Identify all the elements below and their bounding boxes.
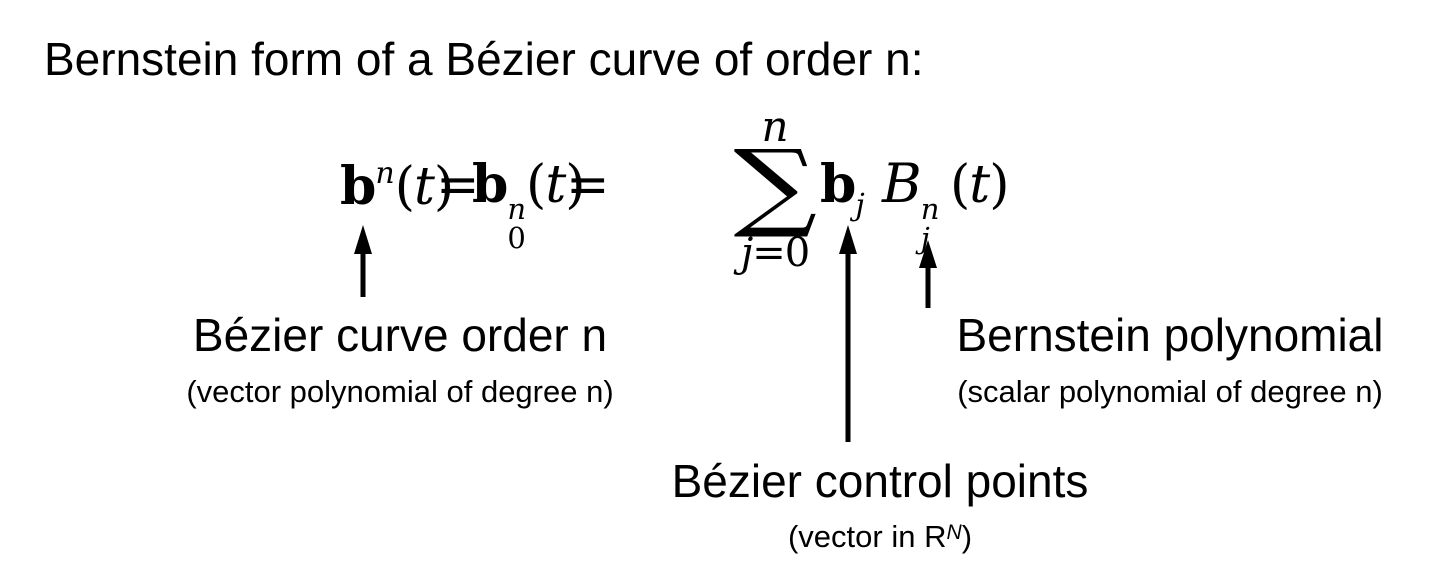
sublabel-bezier-order: (vector polynomial of degree n) (186, 374, 614, 409)
math-t: t (969, 155, 990, 215)
math-t: t (413, 157, 435, 217)
math-sup-n: n (375, 156, 395, 191)
label-bezier-order: Bézier curve order n (192, 309, 608, 361)
sublabel-control-points-suffix: ) (961, 519, 973, 554)
formula-term-bn-t: bn(t) (340, 156, 454, 214)
sublabel-control-points-prefix: (vector in R (787, 519, 947, 554)
sum-index-j: j (740, 229, 753, 276)
sum-upper-limit: n (761, 102, 789, 151)
math-open-paren: ( (950, 155, 970, 215)
label-control-points: Bézier control points (671, 455, 1089, 507)
sum-equals: = (752, 229, 786, 276)
math-sup-n: n (507, 192, 527, 226)
slide-title: Bernstein form of a Bézier curve of orde… (44, 33, 924, 85)
math-B: B (882, 152, 922, 215)
math-close-paren: ) (565, 155, 585, 215)
sum-lower-limit: j=0 (740, 229, 810, 276)
sigma-symbol: ∑ (733, 129, 817, 241)
formula-equals-2: = (566, 155, 610, 215)
math-t: t (545, 155, 566, 215)
sublabel-control-points-exponent: N (946, 521, 962, 544)
math-sub-j: j (855, 188, 865, 223)
formula-term-t-args: (t) (950, 159, 1010, 211)
math-open-paren: ( (394, 157, 415, 217)
math-sub-0: 0 (507, 221, 526, 255)
math-b: b (820, 154, 856, 215)
math-b: b (340, 156, 376, 217)
math-sub-j: j (920, 221, 930, 255)
formula-sum: n ∑ j=0 (722, 106, 828, 273)
formula-equals-1: = (436, 155, 480, 215)
math-close-paren: ) (433, 157, 454, 217)
math-open-paren: ( (526, 155, 546, 215)
math-close-paren: ) (989, 155, 1009, 215)
formula-term-bj: bj (820, 159, 865, 221)
math-b: b (472, 154, 508, 215)
arrow-bezier-order (354, 225, 372, 297)
label-bernstein-polynomial: Bernstein polynomial (956, 309, 1384, 361)
arrow-control-points (839, 225, 857, 442)
sublabel-bernstein-polynomial: (scalar polynomial of degree n) (957, 374, 1383, 409)
sum-zero: 0 (784, 229, 810, 276)
sublabel-control-points: (vector in RN) (625, 519, 1135, 555)
math-sup-n: n (920, 192, 940, 226)
